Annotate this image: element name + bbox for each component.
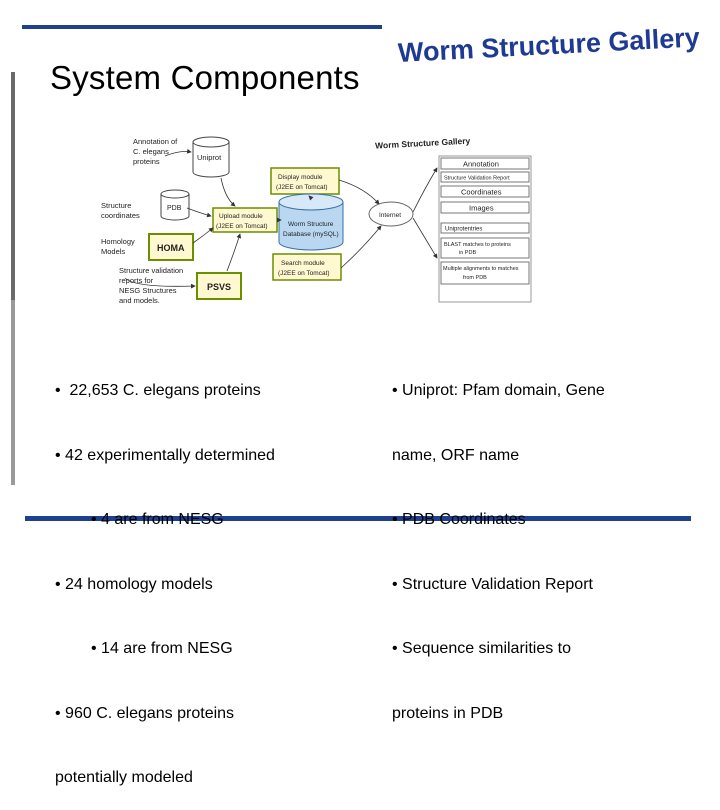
upload-module-line2: (J2EE on Tomcat) — [216, 223, 268, 230]
label-coords-line2: coordinates — [101, 211, 140, 220]
search-module-line2: (J2EE on Tomcat) — [278, 270, 330, 277]
gallery-validation-report: Structure Validation Report — [444, 176, 510, 182]
gallery-uniprotentries: Uniprotentries — [445, 227, 482, 233]
left-bullet: • 24 homology models — [55, 575, 213, 593]
label-annotation-line1: Annotation of — [133, 137, 178, 146]
label-validation-line1: Structure validation — [119, 266, 183, 275]
pdb-label: PDB — [167, 205, 182, 212]
label-homology-line2: Models — [101, 247, 125, 256]
display-module: Display module (J2EE on Tomcat) — [270, 167, 340, 195]
pdb-source: PDB — [160, 189, 190, 221]
left-sub-bullet: • 4 are from NESG — [91, 511, 224, 528]
left-bullet: • 960 C. elegans proteins — [55, 704, 235, 722]
left-bullet: • 42 experimentally determined — [55, 446, 275, 464]
gallery-images: Images — [469, 204, 494, 213]
label-annotation-line3: proteins — [133, 157, 160, 166]
psvs-label: PSVS — [207, 282, 231, 292]
right-bullet-continuation: proteins in PDB — [392, 704, 504, 722]
gallery-annotation: Annotation — [463, 160, 499, 169]
left-bullet: • 22,653 C. elegans proteins — [55, 382, 261, 399]
worm-structure-database: Worm Structure Database (mySQL) — [278, 193, 344, 251]
homa-source: HOMA — [148, 233, 194, 261]
right-bullet-continuation: name, ORF name — [392, 446, 520, 464]
left-sub-bullet: • 14 are from NESG — [91, 640, 233, 657]
left-rule-lower — [11, 300, 15, 485]
psvs-source: PSVS — [196, 272, 242, 300]
top-rule — [22, 25, 382, 29]
worm-structure-gallery-logo: Worm Structure Gallery — [397, 22, 700, 68]
flow-arrows — [124, 148, 438, 289]
right-bullet: • Structure Validation Report — [392, 575, 593, 593]
search-module: Search module (J2EE on Tomcat) — [272, 253, 342, 281]
internet-cloud: Internet — [368, 201, 414, 227]
upload-module-line1: Upload module — [219, 213, 263, 220]
right-bullet: • PDB Coordinates — [392, 511, 526, 528]
search-module-line1: Search module — [281, 260, 325, 267]
uniprot-label: Uniprot — [197, 153, 222, 162]
gallery-blast-line2: in PDB — [459, 250, 476, 256]
internet-label: Internet — [379, 212, 401, 219]
left-bullet-continuation: potentially modeled — [55, 769, 193, 786]
database-line2: Database (mySQL) — [283, 231, 339, 238]
label-validation-line2: reports for — [119, 276, 154, 285]
display-module-line2: (J2EE on Tomcat) — [276, 184, 328, 191]
uniprot-source: Uniprot — [192, 136, 230, 178]
slide-title: System Components — [50, 59, 360, 96]
database-line1: Worm Structure — [288, 221, 334, 228]
label-homology-line1: Homology — [101, 237, 135, 246]
gallery-blast-line1: BLAST matches to proteins — [444, 242, 511, 248]
right-bullet-list: • Uniprot: Pfam domain, Gene name, ORF n… — [392, 337, 605, 746]
left-bullet-list: • 22,653 C. elegans proteins • 42 experi… — [55, 337, 275, 810]
gallery-panel: Worm Structure Gallery Annotation Struct… — [375, 136, 532, 303]
label-coords-line1: Structure — [101, 201, 131, 210]
homa-label: HOMA — [157, 243, 185, 253]
bottom-rule — [25, 516, 691, 521]
architecture-diagram: Annotation of C. elegans proteins Struct… — [101, 136, 532, 305]
right-bullet: • Uniprot: Pfam domain, Gene — [392, 382, 605, 399]
display-module-line1: Display module — [278, 174, 323, 181]
left-rule — [11, 72, 15, 302]
label-validation-line4: and models. — [119, 296, 160, 305]
gallery-multi-line2: from PDB — [463, 275, 487, 281]
label-validation-line3: NESG Structures — [119, 286, 177, 295]
right-bullet: • Sequence similarities to — [392, 640, 572, 657]
gallery-title: Worm Structure Gallery — [375, 136, 471, 151]
gallery-coordinates: Coordinates — [461, 188, 502, 197]
upload-module: Upload module (J2EE on Tomcat) — [212, 207, 278, 233]
label-annotation-line2: C. elegans — [133, 147, 169, 156]
gallery-multi-line1: Multiple alignments to matches — [443, 266, 519, 272]
svg-text:Worm Structure Gallery: Worm Structure Gallery — [397, 22, 700, 68]
